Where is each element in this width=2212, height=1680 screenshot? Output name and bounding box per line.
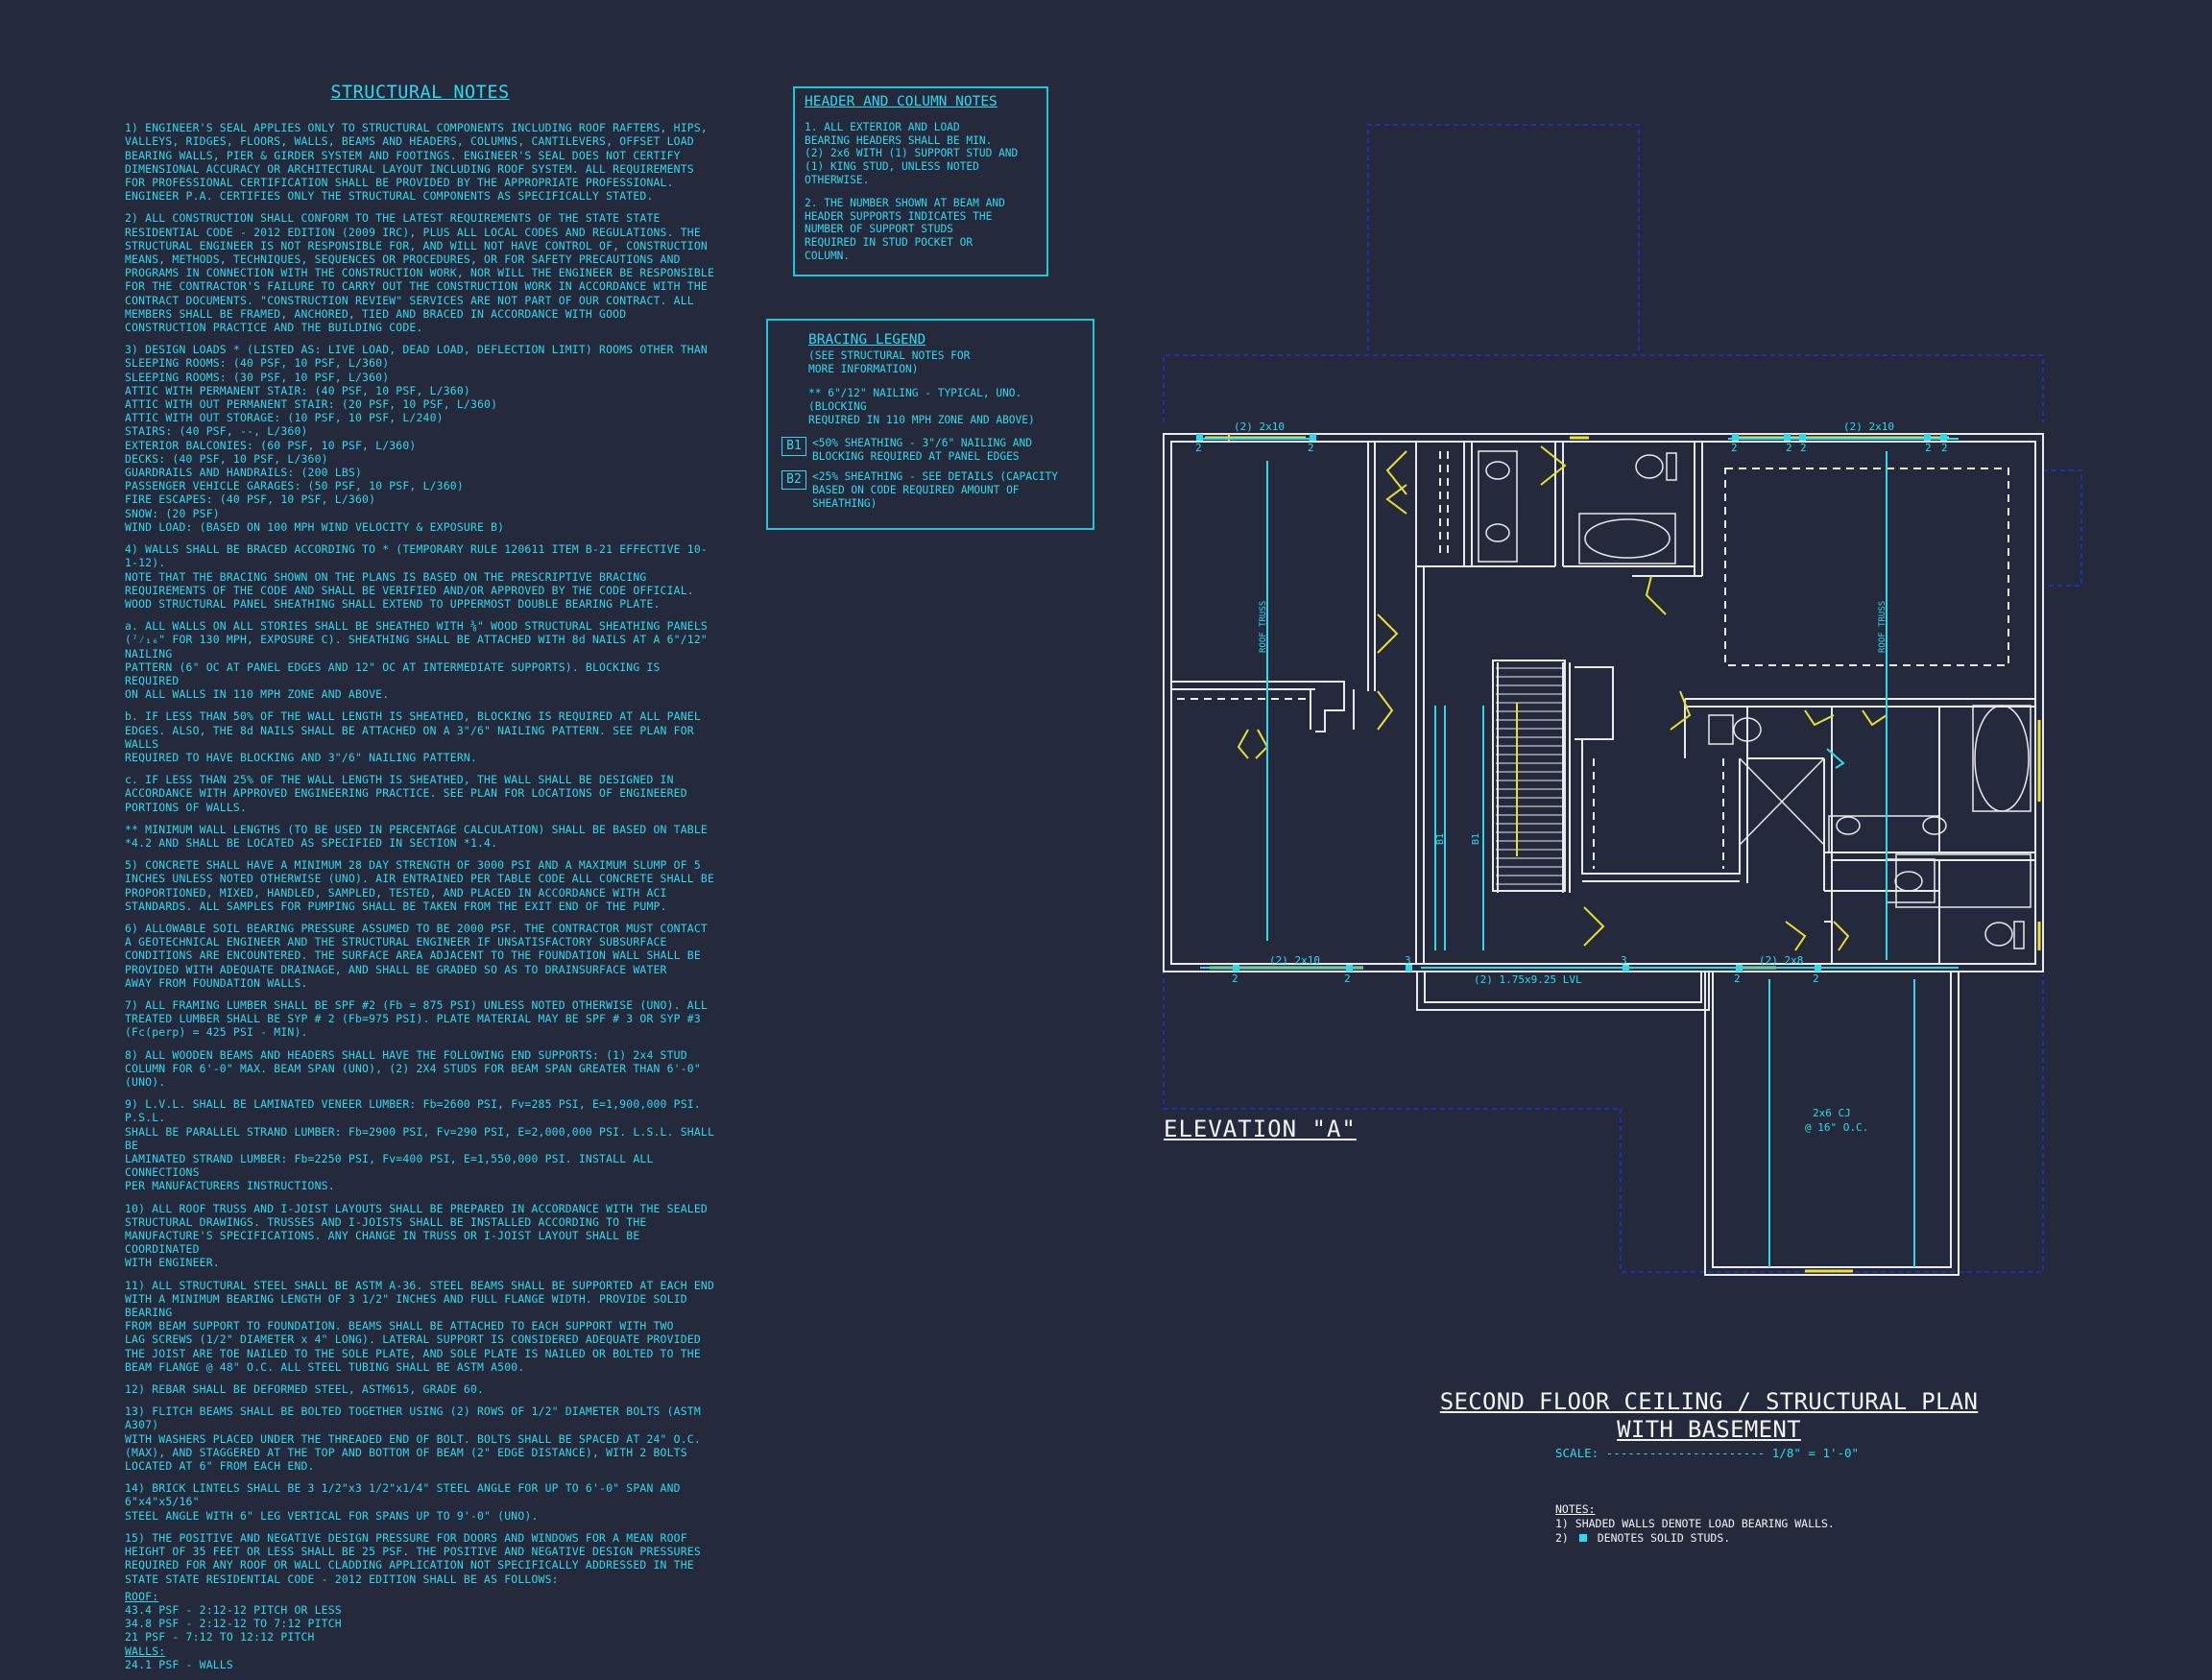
roof-lines: 43.4 PSF - 2:12-12 PITCH OR LESS 34.8 PS… [125, 1602, 342, 1644]
stud-count-4: 2 [1786, 442, 1792, 454]
bracing-legend: BRACING LEGEND (SEE STRUCTURAL NOTES FOR… [766, 319, 1094, 530]
header-column-title: HEADER AND COLUMN NOTES [805, 94, 998, 109]
stud-count-6: 2 [1925, 442, 1932, 454]
bracing-label-b1a: B1 [1435, 833, 1446, 845]
header-label-2x8: (2) 2x8 [1759, 954, 1803, 967]
walls-label: WALLS: [125, 1644, 166, 1658]
header-column-notes: HEADER AND COLUMN NOTES 1. ALL EXTERIOR … [793, 86, 1048, 276]
header-note-2: 2. THE NUMBER SHOWN AT BEAM AND HEADER S… [805, 196, 1005, 262]
plan-note-2-number: 2) [1555, 1531, 1569, 1545]
plan-title-line2: WITH BASEMENT [1617, 1416, 1801, 1443]
stud-count-12: 2 [1734, 972, 1741, 985]
legend-key-b1: B1 [781, 436, 806, 456]
solid-stud-marker [1732, 434, 1739, 441]
solid-stud-marker [1799, 434, 1806, 441]
solid-stud-marker [1784, 434, 1791, 441]
legend-text-b2: <25% SHEATHING - SEE DETAILS (CAPACITY B… [812, 470, 1058, 510]
exterior-walls [1163, 433, 2044, 1276]
plan-note-2-row: 2) DENOTES SOLID STUDS. [1555, 1531, 1835, 1546]
note-4b: b. IF LESS THAN 50% OF THE WALL LENGTH I… [125, 709, 701, 764]
stud-count-8: 2 [1232, 972, 1238, 985]
stud-count-2: 2 [1308, 442, 1314, 454]
solid-stud-marker [1346, 965, 1353, 972]
stud-count-9: 2 [1344, 972, 1351, 985]
stair-treads [1496, 667, 1562, 885]
note-1: 1) ENGINEER'S SEAL APPLIES ONLY TO STRUC… [125, 121, 708, 204]
legend-row-b1: B1 <50% SHEATHING - 3"/6" NAILING AND BL… [781, 436, 1083, 464]
solid-stud-marker [1924, 434, 1931, 441]
note-15: 15) THE POSITIVE AND NEGATIVE DESIGN PRE… [125, 1530, 701, 1586]
note-2: 2) ALL CONSTRUCTION SHALL CONFORM TO THE… [125, 211, 715, 335]
plan-notes-heading: NOTES: [1555, 1502, 1596, 1516]
header-label-top-left: (2) 2x10 [1234, 420, 1285, 433]
cj-label: 2x6 CJ [1813, 1107, 1851, 1119]
solid-stud-marker [1196, 434, 1203, 441]
note-4d: ** MINIMUM WALL LENGTHS (TO BE USED IN P… [125, 822, 708, 850]
note-8: 8) ALL WOODEN BEAMS AND HEADERS SHALL HA… [125, 1047, 701, 1089]
note-13: 13) FLITCH BEAMS SHALL BE BOLTED TOGETHE… [125, 1404, 701, 1474]
note-14: 14) BRICK LINTELS SHALL BE 3 1/2"x3 1/2"… [125, 1481, 681, 1523]
legend-row-b2: B2 <25% SHEATHING - SEE DETAILS (CAPACIT… [781, 470, 1083, 510]
note-12: 12) REBAR SHALL BE DEFORMED STEEL, ASTM6… [125, 1382, 485, 1397]
plan-note-2: DENOTES SOLID STUDS. [1597, 1531, 1731, 1545]
interior-walls [1171, 442, 2035, 964]
plumbing-fixtures [1478, 450, 2032, 949]
legend-text-b1: <50% SHEATHING - 3"/6" NAILING AND BLOCK… [812, 436, 1033, 463]
stud-count-7: 2 [1941, 442, 1948, 454]
doors [1228, 434, 1887, 951]
note-10: 10) ALL ROOF TRUSS AND I-JOIST LAYOUTS S… [125, 1201, 708, 1270]
note-4c: c. IF LESS THAN 25% OF THE WALL LENGTH I… [125, 773, 687, 814]
plan-scale: SCALE: ---------------------- 1/8" = 1'-… [1555, 1446, 1860, 1460]
solid-stud-marker [1736, 965, 1743, 972]
solid-stud-marker [1940, 434, 1947, 441]
header-label-lvl: (2) 1.75x9.25 LVL [1474, 973, 1582, 986]
roof-truss-right: ROOF TRUSS [1878, 601, 1887, 653]
solid-stud-marker [1623, 965, 1629, 972]
plan-notes: NOTES: 1) SHADED WALLS DENOTE LOAD BEARI… [1555, 1502, 1835, 1546]
note-3: 3) DESIGN LOADS * (LISTED AS: LIVE LOAD,… [125, 343, 708, 534]
solid-stud-icon [1578, 1534, 1587, 1542]
stud-count-1: 2 [1195, 442, 1202, 454]
stud-count-3: 2 [1731, 442, 1738, 454]
stud-count-11: 3 [1621, 954, 1627, 967]
solid-stud-marker [1406, 965, 1412, 972]
roof-truss-left: ROOF TRUSS [1259, 601, 1268, 653]
bracing-legend-note: ** 6"/12" NAILING - TYPICAL, UNO. (BLOCK… [808, 387, 1035, 426]
plan-labels: (2) 2x10 (2) 2x10 (2) 2x10 (2) 1.75x9.25… [1195, 420, 1948, 1134]
solid-stud-marker [1233, 965, 1239, 972]
structural-notes-title: STRUCTURAL NOTES [330, 83, 510, 103]
walls-lines: 24.1 PSF - WALLS [125, 1657, 233, 1671]
bracing-legend-subtitle: (SEE STRUCTURAL NOTES FOR MORE INFORMATI… [808, 348, 971, 375]
legend-key-b2: B2 [781, 470, 806, 491]
note-6: 6) ALLOWABLE SOIL BEARING PRESSURE ASSUM… [125, 921, 708, 990]
stud-count-13: 2 [1813, 972, 1819, 985]
stud-count-5: 2 [1800, 442, 1807, 454]
note-4: 4) WALLS SHALL BE BRACED ACCORDING TO * … [125, 542, 708, 611]
note-9: 9) L.V.L. SHALL BE LAMINATED VENEER LUMB… [125, 1097, 715, 1193]
note-11: 11) ALL STRUCTURAL STEEL SHALL BE ASTM A… [125, 1278, 715, 1374]
bracing-label-b1b: B1 [1471, 833, 1481, 845]
bracing-legend-title: BRACING LEGEND [808, 332, 926, 348]
solid-stud-marker [1815, 965, 1821, 972]
solid-studs [1196, 434, 1947, 972]
plan-title-line1: SECOND FLOOR CEILING / STRUCTURAL PLAN [1439, 1388, 1979, 1415]
note-7: 7) ALL FRAMING LUMBER SHALL BE SPF #2 (F… [125, 997, 708, 1040]
roof-label: ROOF: [125, 1589, 159, 1603]
plan-title: SECOND FLOOR CEILING / STRUCTURAL PLAN W… [1402, 1388, 2016, 1444]
stud-count-10: 3 [1405, 954, 1411, 967]
header-label-top-right: (2) 2x10 [1843, 420, 1894, 433]
note-5: 5) CONCRETE SHALL HAVE A MINIMUM 28 DAY … [125, 858, 715, 913]
header-note-1: 1. ALL EXTERIOR AND LOAD BEARING HEADERS… [805, 120, 1019, 186]
cj-spacing-label: @ 16" O.C. [1805, 1121, 1868, 1134]
header-label-bottom-left: (2) 2x10 [1269, 954, 1320, 967]
dashed-lines [1177, 451, 2009, 869]
structural-notes: STRUCTURAL NOTES 1) ENGINEER'S SEAL APPL… [125, 83, 715, 1680]
solid-stud-marker [1310, 434, 1316, 441]
elevation-label: ELEVATION "A" [1164, 1116, 1357, 1142]
load-bearing-headers [1200, 438, 1959, 1267]
note-4a: a. ALL WALLS ON ALL STORIES SHALL BE SHE… [125, 619, 708, 702]
plan-note-1: 1) SHADED WALLS DENOTE LOAD BEARING WALL… [1555, 1517, 1835, 1530]
